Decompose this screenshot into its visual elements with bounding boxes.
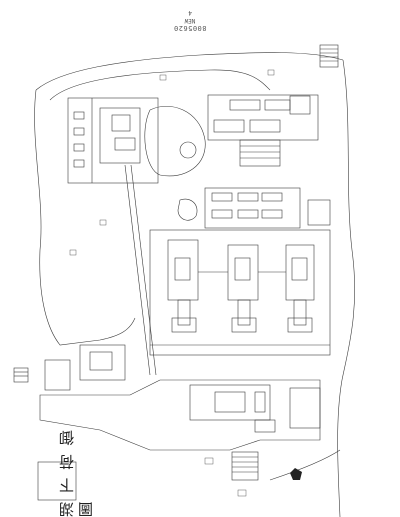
river-bank-east [337,59,355,517]
map-title: 湖 下 荷 御 圖 [58,428,95,517]
north-west-compound [67,97,159,184]
main-hall-complex [149,229,331,356]
south-hall [189,384,321,433]
north-east-annex [207,94,319,167]
shoreline-north [35,52,344,91]
catalog-sub: NEW [184,17,196,24]
south-boundary-wall [39,379,321,451]
catalog-number-stamp: 8005620 NEW 4 [150,4,230,32]
west-lake-inner [49,69,271,101]
office-row [204,187,331,229]
north-south-corridor [124,164,157,376]
catalog-mark: 4 [188,9,192,16]
west-gate-pavilion [44,344,126,391]
stamp-seal-icon [290,468,302,480]
catalog-number: 8005620 [173,24,207,32]
stairway-north-east [319,44,339,68]
stairway-south [231,451,259,481]
stairway-west [13,367,29,383]
river-bend-south [269,449,341,481]
title-block-frame [37,461,77,501]
garden-rockery [144,106,206,221]
small-structures [69,69,275,497]
west-lake-shore [34,89,136,346]
